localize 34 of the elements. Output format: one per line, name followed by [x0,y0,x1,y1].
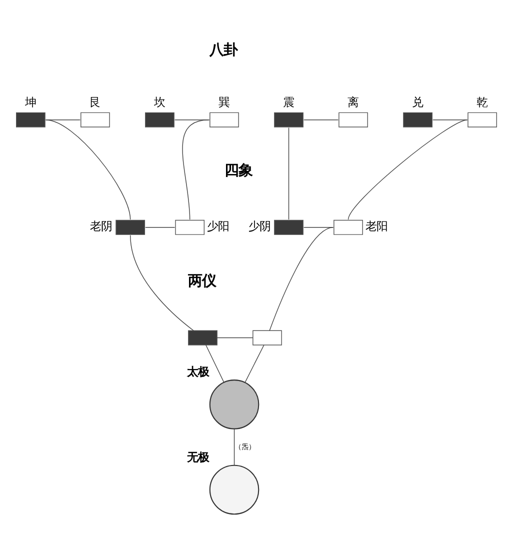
node-label: 少阳 [207,218,230,233]
node-label: 太极 [186,364,209,378]
node-label: 艮 [89,94,100,109]
connector [130,234,194,330]
node-label: 老阴 [90,218,112,233]
connector [206,344,224,382]
connector [234,428,235,466]
connector [303,119,339,120]
connector [216,336,254,338]
node-circle [209,464,260,514]
node-label: 震 [283,94,294,109]
label: 八卦 [210,42,238,58]
connector [182,119,210,220]
node-label: 兑 [412,94,424,109]
connector [303,226,334,228]
label: 四象 [224,162,253,179]
node-label: 无极 [186,449,209,464]
label: 两仪 [188,272,216,289]
node-label: 乾 [476,94,488,109]
connector [288,126,290,220]
node-label: 巽 [218,94,230,109]
node-label: 坤 [24,94,36,109]
edge-label: （炁） [234,441,256,450]
connector [348,119,468,220]
connector [269,226,334,330]
node-label: 少阴 [248,218,271,233]
connector [145,226,176,228]
connector [432,119,468,120]
node-label: 老阳 [365,218,388,233]
connector [45,119,131,220]
connector [244,344,264,382]
node-circle [209,379,260,429]
node-label: 离 [348,94,359,109]
node-label: 坎 [154,94,165,109]
